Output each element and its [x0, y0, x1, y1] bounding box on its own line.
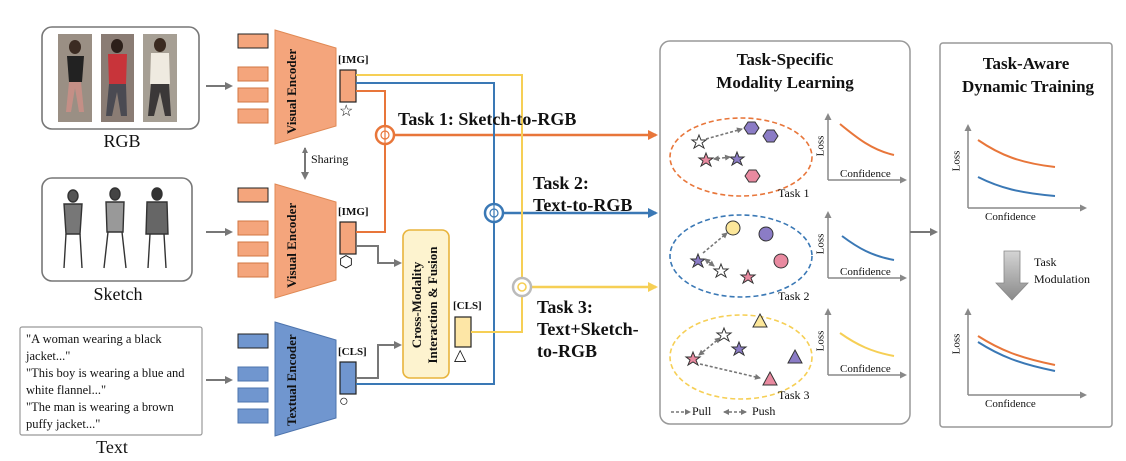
- rgb-person-images: [58, 34, 177, 122]
- text-token-stack: [237, 333, 269, 424]
- fusion-module-label: Cross-Modality Interaction & Fusion: [409, 246, 440, 364]
- hexagon-token-icon: ⬡: [339, 254, 353, 271]
- fused-cls-token: [454, 316, 472, 348]
- task3-axis-y: Loss: [814, 330, 827, 352]
- task3-label-line2: Text+Sketch-: [537, 319, 639, 339]
- task2-node: [483, 202, 505, 224]
- task1-axis-x: Confidence: [840, 168, 891, 180]
- task-aware-plot-after: [964, 308, 1087, 399]
- text-quote-1: "A woman wearing a black jacket...": [26, 332, 162, 363]
- text-quotes: "A woman wearing a black jacket..." "Thi…: [26, 331, 198, 433]
- task2-label-line2: Text-to-RGB: [533, 195, 633, 215]
- text-input-panel: [19, 326, 203, 436]
- rgb-img-token: [339, 69, 357, 103]
- task3-node: [511, 276, 533, 298]
- task2-ellipse: [669, 214, 813, 298]
- visual-encoder-sketch: [274, 183, 337, 299]
- circle-token-icon: ○: [339, 393, 349, 410]
- task3-label-line3: to-RGB: [537, 341, 597, 361]
- task3-loss-plot: [824, 308, 907, 379]
- task2-embeddings: [689, 220, 789, 285]
- fused-yellow-line: [471, 295, 523, 333]
- sketch-to-fusion-line: [356, 245, 402, 267]
- rgb-orange-line: [356, 90, 386, 132]
- textual-encoder-label: Textual Encoder: [284, 334, 299, 426]
- rgb-label: RGB: [103, 131, 141, 151]
- task1-loss-plot: [824, 113, 907, 184]
- fused-cls-token-label: [CLS]: [453, 300, 482, 312]
- task2-axis-y: Loss: [814, 233, 827, 255]
- sketch-orange-line: [356, 140, 386, 233]
- visual-encoder-sketch-label: Visual Encoder: [284, 202, 299, 288]
- task-aware-title-line2: Dynamic Training: [961, 77, 1095, 96]
- fusion-module: [402, 229, 450, 379]
- task2-plot-label: Task 2: [778, 289, 810, 303]
- task2-label-line1: Task 2:: [533, 173, 589, 193]
- legend-push-label: Push: [752, 404, 776, 418]
- task3-axis-x: Confidence: [840, 363, 891, 375]
- task3-plot-label: Task 3: [778, 388, 810, 402]
- visual-encoder-rgb-label: Visual Encoder: [284, 48, 299, 134]
- task2-axis-x: Confidence: [840, 266, 891, 278]
- sharing-label: Sharing: [311, 152, 349, 166]
- task-modulation-arrow: [995, 250, 1029, 301]
- star-token-icon: ☆: [339, 103, 354, 120]
- task1-axis-y: Loss: [814, 135, 827, 157]
- task3-label-line1: Task 3:: [537, 297, 593, 317]
- rgb-token-stack: [237, 33, 269, 124]
- sketch-img-token-label: [IMG]: [338, 206, 369, 218]
- text-label: Text: [96, 437, 128, 457]
- task1-plot-label: Task 1: [778, 186, 810, 200]
- task1-ellipse: [669, 117, 813, 197]
- task-aware-before-axis-y: Loss: [950, 150, 963, 172]
- task-specific-title-line1: Task-Specific: [736, 50, 834, 69]
- rgb-blue-line: [356, 82, 495, 205]
- task-aware-title-line1: Task-Aware: [982, 54, 1070, 73]
- rgb-img-token-label: [IMG]: [338, 54, 369, 66]
- task1-node: [374, 124, 396, 146]
- task-aware-after-axis-y: Loss: [950, 333, 963, 355]
- sketch-img-token: [339, 221, 357, 255]
- task-modulation-line2: Modulation: [1034, 272, 1090, 286]
- sketch-label: Sketch: [93, 284, 143, 304]
- text-to-fusion-line: [356, 341, 402, 379]
- task-specific-title-line2: Modality Learning: [716, 73, 854, 92]
- task-aware-plot-before: [964, 124, 1087, 212]
- sketch-token-stack: [237, 187, 269, 278]
- task-aware-before-axis-x: Confidence: [985, 211, 1036, 223]
- visual-encoder-rgb: [274, 29, 337, 145]
- text-quote-2: "This boy is wearing a blue and white fl…: [26, 366, 185, 397]
- text-cls-token-label: [CLS]: [338, 346, 367, 358]
- task2-loss-plot: [824, 211, 907, 282]
- text-quote-3: "The man is wearing a brown puffy jacket…: [26, 400, 174, 431]
- sketch-person-images: [63, 187, 169, 269]
- task-aware-panel: [939, 42, 1113, 428]
- text-blue-line: [356, 221, 495, 385]
- task-modulation-line1: Task: [1034, 255, 1057, 269]
- triangle-token-icon: △: [454, 347, 467, 364]
- task-aware-after-axis-x: Confidence: [985, 398, 1036, 410]
- legend-pull-label: Pull: [692, 404, 712, 418]
- rgb-yellow-line: [356, 74, 523, 279]
- task3-embeddings: [684, 312, 803, 386]
- text-cls-token: [339, 361, 357, 395]
- task1-embeddings: [690, 121, 779, 183]
- task3-ellipse: [669, 314, 813, 400]
- textual-encoder: [274, 321, 337, 437]
- task1-label: Task 1: Sketch-to-RGB: [398, 109, 577, 129]
